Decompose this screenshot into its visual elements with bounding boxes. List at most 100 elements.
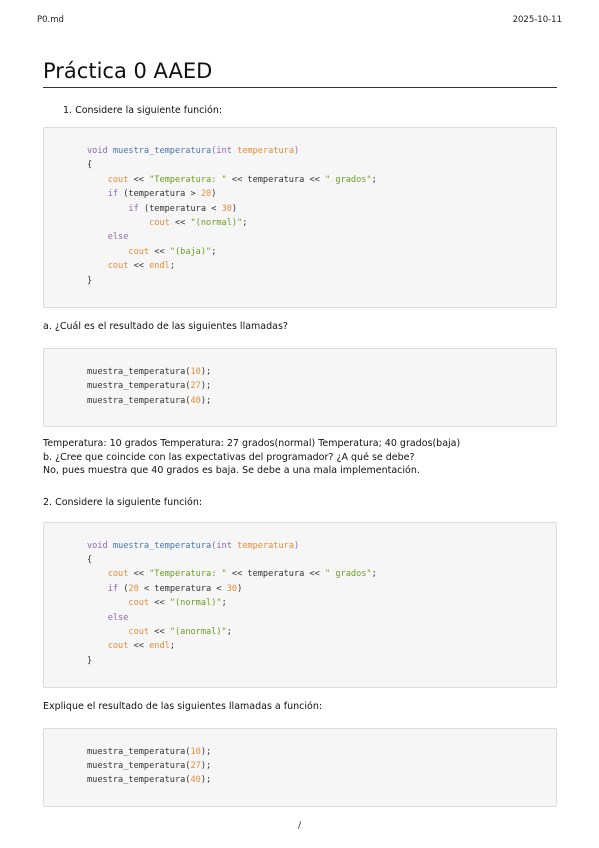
- code-text: <<: [169, 218, 191, 229]
- code-keyword: else: [107, 232, 129, 243]
- code-string: " grados": [325, 174, 372, 185]
- code-line: else: [87, 611, 556, 625]
- code-text: [87, 232, 108, 242]
- page-number: /: [297, 821, 302, 831]
- code-line: }: [87, 654, 556, 668]
- code-text: [87, 261, 108, 271]
- code-number: 27: [190, 381, 201, 392]
- code-number: 30: [226, 583, 238, 594]
- code-number: 20: [128, 583, 139, 594]
- code-text: ;: [211, 246, 217, 257]
- code-line: {: [87, 553, 556, 567]
- code-text: (temperatura >: [118, 189, 201, 200]
- code-text: ;: [169, 641, 175, 652]
- question-1-answers: Temperatura: 10 grados Temperatura: 27 g…: [43, 437, 557, 478]
- code-function-name: muestra_temperatura: [112, 146, 212, 156]
- code-text: );: [200, 760, 212, 771]
- code-line: cout << endl;: [87, 639, 556, 653]
- code-text: [87, 613, 108, 623]
- code-string: " grados": [325, 569, 372, 580]
- code-text: [87, 247, 128, 257]
- code-keyword: void: [87, 540, 113, 551]
- code-identifier: cout: [128, 626, 150, 637]
- code-number: 40: [190, 395, 201, 406]
- code-line: cout << "(normal)";: [87, 596, 556, 610]
- code-keyword: ): [294, 146, 300, 156]
- code-string: "Temperatura: ": [149, 174, 227, 185]
- code-text: [87, 598, 128, 608]
- code-keyword: ): [294, 540, 300, 551]
- code-text: << temperatura <<: [226, 174, 326, 185]
- answer-line: No, pues muestra que 40 grados es baja. …: [43, 465, 420, 476]
- code-number: 20: [200, 189, 212, 200]
- code-text: ;: [242, 218, 248, 229]
- code-line: muestra_temperatura(40);: [87, 773, 556, 787]
- answer-line: Temperatura: 10 grados Temperatura: 27 g…: [43, 438, 461, 449]
- code-text: ): [211, 189, 217, 200]
- code-line: muestra_temperatura(40);: [87, 394, 556, 408]
- code-line: cout << "(normal)";: [87, 216, 556, 230]
- code-line: if (temperatura > 20): [87, 187, 556, 201]
- code-text: );: [200, 381, 212, 392]
- code-text: <<: [149, 598, 170, 609]
- code-line: muestra_temperatura(27);: [87, 759, 556, 773]
- code-block-q1-calls: muestra_temperatura(10);muestra_temperat…: [43, 348, 557, 427]
- question-1a-prompt: a. ¿Cuál es el resultado de las siguient…: [43, 321, 288, 332]
- code-keyword: if: [107, 189, 119, 200]
- code-text: (temperatura <: [138, 203, 222, 214]
- code-block-q2-calls: muestra_temperatura(10);muestra_temperat…: [43, 727, 557, 807]
- code-text: << temperatura <<: [226, 569, 326, 580]
- code-text: ;: [221, 598, 227, 609]
- code-string: "(normal)": [190, 218, 243, 229]
- code-number: 10: [190, 367, 201, 377]
- header-filename: P0.md: [37, 15, 64, 25]
- code-identifier: endl: [149, 261, 170, 272]
- code-text: [87, 218, 149, 228]
- code-keyword: void: [87, 146, 113, 156]
- code-text: [87, 584, 108, 594]
- code-keyword: int: [216, 540, 238, 551]
- code-text: ;: [371, 174, 377, 185]
- code-text: {: [87, 554, 93, 565]
- code-text: );: [200, 367, 212, 377]
- code-text: muestra_temperatura(: [87, 775, 191, 786]
- code-line: else: [87, 230, 556, 244]
- code-line: cout << "Temperatura: " << temperatura <…: [87, 567, 556, 581]
- code-line: {: [87, 158, 556, 172]
- code-text: [87, 627, 128, 637]
- code-identifier: cout: [128, 598, 150, 609]
- code-block-q2-function: void muestra_temperatura(int temperatura…: [43, 521, 557, 688]
- code-text: <<: [128, 174, 150, 185]
- code-text: [87, 204, 128, 214]
- code-line: }: [87, 274, 556, 288]
- code-number: 30: [221, 203, 232, 214]
- code-keyword: if: [107, 583, 119, 594]
- code-text: <<: [149, 626, 170, 637]
- header-date: 2025-10-11: [512, 15, 562, 25]
- code-text: ;: [371, 569, 377, 580]
- code-line: muestra_temperatura(27);: [87, 379, 556, 393]
- code-text: [87, 641, 108, 651]
- code-identifier: endl: [149, 641, 170, 652]
- code-text: muestra_temperatura(: [87, 367, 191, 377]
- code-text: muestra_temperatura(: [87, 395, 191, 406]
- code-text: [87, 569, 108, 579]
- question-1b-prompt: b. ¿Cree que coincide con las expectativ…: [43, 451, 415, 463]
- code-line: cout << endl;: [87, 259, 556, 273]
- code-text: <<: [128, 641, 150, 652]
- code-text: <<: [128, 261, 150, 272]
- code-text: ): [231, 203, 238, 214]
- code-line: if (temperatura < 30): [87, 202, 556, 216]
- page-title: Práctica 0 AAED: [43, 57, 557, 88]
- code-text: ): [237, 583, 243, 594]
- code-identifier: temperatura: [237, 540, 294, 551]
- code-keyword: if: [128, 203, 139, 214]
- code-text: muestra_temperatura(: [87, 760, 191, 771]
- code-text: < temperatura <: [138, 583, 227, 594]
- code-text: {: [87, 160, 93, 171]
- question-1-prompt: 1. Considere la siguiente función:: [63, 105, 223, 116]
- code-text: (: [118, 583, 129, 594]
- code-number: 27: [190, 760, 201, 771]
- code-number: 40: [190, 775, 201, 786]
- code-keyword: else: [107, 612, 129, 623]
